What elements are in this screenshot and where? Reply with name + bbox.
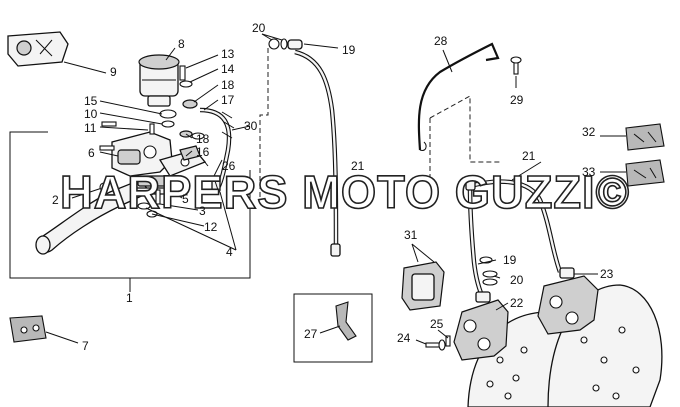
callout-19b: 19 bbox=[503, 253, 517, 267]
bracket-7 bbox=[9, 315, 79, 344]
callout-11: 11 bbox=[84, 121, 97, 135]
brake-pads bbox=[401, 243, 445, 311]
callout-1: 1 bbox=[126, 291, 133, 305]
callout-12: 12 bbox=[204, 220, 218, 234]
bolt-2 bbox=[71, 182, 109, 199]
callout-24: 24 bbox=[397, 331, 411, 345]
bolt-29 bbox=[510, 56, 522, 88]
fittings-group bbox=[149, 65, 205, 161]
callout-20b: 20 bbox=[510, 273, 524, 287]
callout-25: 25 bbox=[430, 317, 444, 331]
brake-hose-lower bbox=[465, 161, 563, 302]
leader-lines-right bbox=[495, 135, 626, 311]
reservoir-hose bbox=[199, 107, 235, 190]
callout-20a: 20 bbox=[252, 21, 266, 35]
callout-26: 26 bbox=[222, 159, 236, 173]
parts-tags bbox=[625, 123, 665, 187]
callout-5: 5 bbox=[182, 192, 189, 206]
brake-hose-upper bbox=[294, 49, 341, 257]
leader-lines-left bbox=[63, 47, 251, 251]
callout-29: 29 bbox=[510, 93, 524, 107]
callout-27: 27 bbox=[304, 327, 318, 341]
reservoir-clamp bbox=[7, 31, 69, 67]
bolts-24-25 bbox=[415, 329, 451, 351]
callout-16: 16 bbox=[196, 145, 210, 159]
callout-9: 9 bbox=[110, 65, 117, 79]
master-cylinder bbox=[111, 131, 207, 195]
watermark: HARPERS MOTO GUZZI© bbox=[60, 166, 630, 218]
caliper-right bbox=[537, 267, 599, 335]
dashed-routing bbox=[259, 48, 500, 200]
brake-pipe bbox=[417, 42, 500, 151]
callout-6: 6 bbox=[88, 146, 95, 160]
callout-21a: 21 bbox=[351, 159, 365, 173]
brake-switch bbox=[211, 175, 221, 193]
callout-17: 17 bbox=[221, 93, 235, 107]
callout-23: 23 bbox=[600, 267, 614, 281]
bolts-left bbox=[99, 121, 117, 151]
callout-18a: 18 bbox=[221, 78, 235, 92]
callout-19a: 19 bbox=[342, 43, 356, 57]
callout-28: 28 bbox=[434, 34, 448, 48]
callout-32: 32 bbox=[582, 125, 596, 139]
callout-7: 7 bbox=[82, 339, 89, 353]
inset-box-27 bbox=[293, 293, 373, 363]
callout-10: 10 bbox=[84, 107, 98, 121]
banjo-bolt-lower bbox=[477, 256, 501, 286]
callout-31: 31 bbox=[404, 228, 418, 242]
caliper-left bbox=[453, 291, 509, 361]
callout-2: 2 bbox=[52, 193, 59, 207]
callout-4: 4 bbox=[226, 245, 233, 259]
callout-18b: 18 bbox=[196, 132, 210, 146]
callout-3: 3 bbox=[199, 204, 206, 218]
callout-14: 14 bbox=[221, 62, 235, 76]
callout-labels: 1 2 3 4 5 6 7 8 9 10 11 12 13 14 15 16 1… bbox=[52, 21, 614, 353]
callout-33: 33 bbox=[582, 165, 596, 179]
callout-15: 15 bbox=[84, 94, 98, 108]
callout-21b: 21 bbox=[522, 149, 536, 163]
callout-22: 22 bbox=[510, 296, 524, 310]
brake-lever bbox=[35, 179, 152, 255]
callout-13: 13 bbox=[221, 47, 235, 61]
callout-30: 30 bbox=[244, 119, 258, 133]
banjo-bolt-top bbox=[261, 33, 339, 50]
assembly-bracket bbox=[9, 131, 251, 292]
callout-8: 8 bbox=[178, 37, 185, 51]
brake-reservoir bbox=[138, 54, 180, 107]
